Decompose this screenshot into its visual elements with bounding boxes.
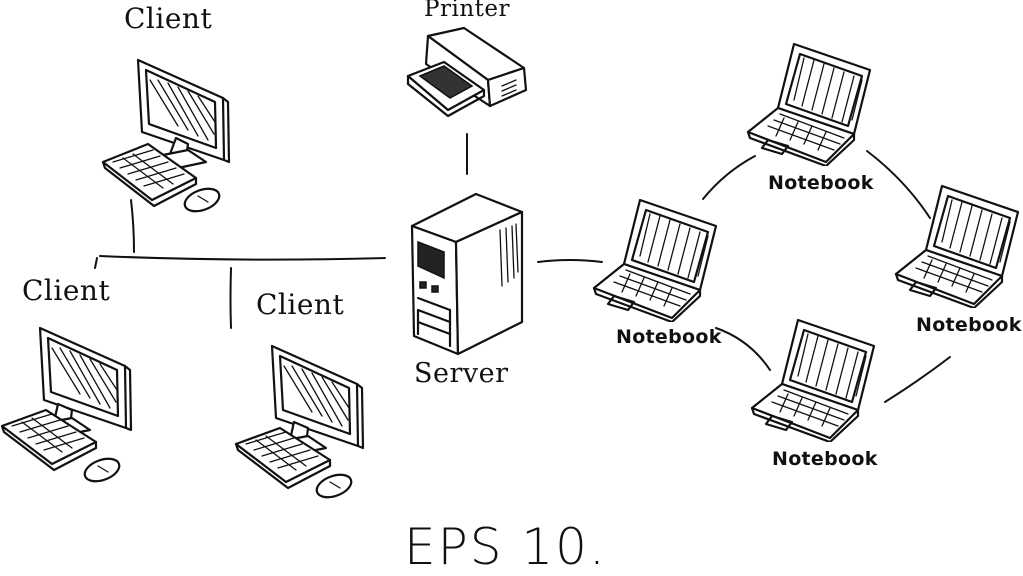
label-notebook-top: Notebook	[768, 172, 874, 194]
label-client-left: Client	[22, 274, 111, 307]
wire-client-2	[94, 257, 98, 269]
wire-server-notebook	[537, 259, 603, 263]
wire-nb2-nb3	[866, 150, 931, 219]
desktop-computer-icon	[101, 58, 231, 213]
desktop-computer-icon	[0, 326, 133, 483]
label-notebook-center: Notebook	[616, 326, 722, 348]
label-client-middle: Client	[256, 288, 345, 321]
desktop-computer-icon	[234, 344, 365, 499]
wire-nb1-nb4	[715, 327, 771, 371]
bus-line	[99, 255, 386, 261]
label-printer: Printer	[424, 0, 510, 22]
server-tower-icon	[410, 192, 524, 356]
label-client-top: Client	[124, 2, 213, 35]
laptop-icon	[746, 42, 872, 166]
label-server: Server	[414, 358, 509, 389]
wire-client-1	[130, 199, 135, 253]
laptop-icon	[592, 198, 718, 322]
wire-nb3-nb4	[884, 356, 951, 403]
wire-client-3	[229, 267, 232, 329]
laptop-icon	[894, 184, 1020, 308]
footer-eps-label: EPS 10.	[404, 518, 607, 576]
label-notebook-right: Notebook	[916, 314, 1022, 336]
label-notebook-bottom: Notebook	[772, 448, 878, 470]
laptop-icon	[750, 318, 876, 442]
wire-nb1-nb2	[702, 155, 756, 200]
printer-icon	[406, 26, 528, 118]
